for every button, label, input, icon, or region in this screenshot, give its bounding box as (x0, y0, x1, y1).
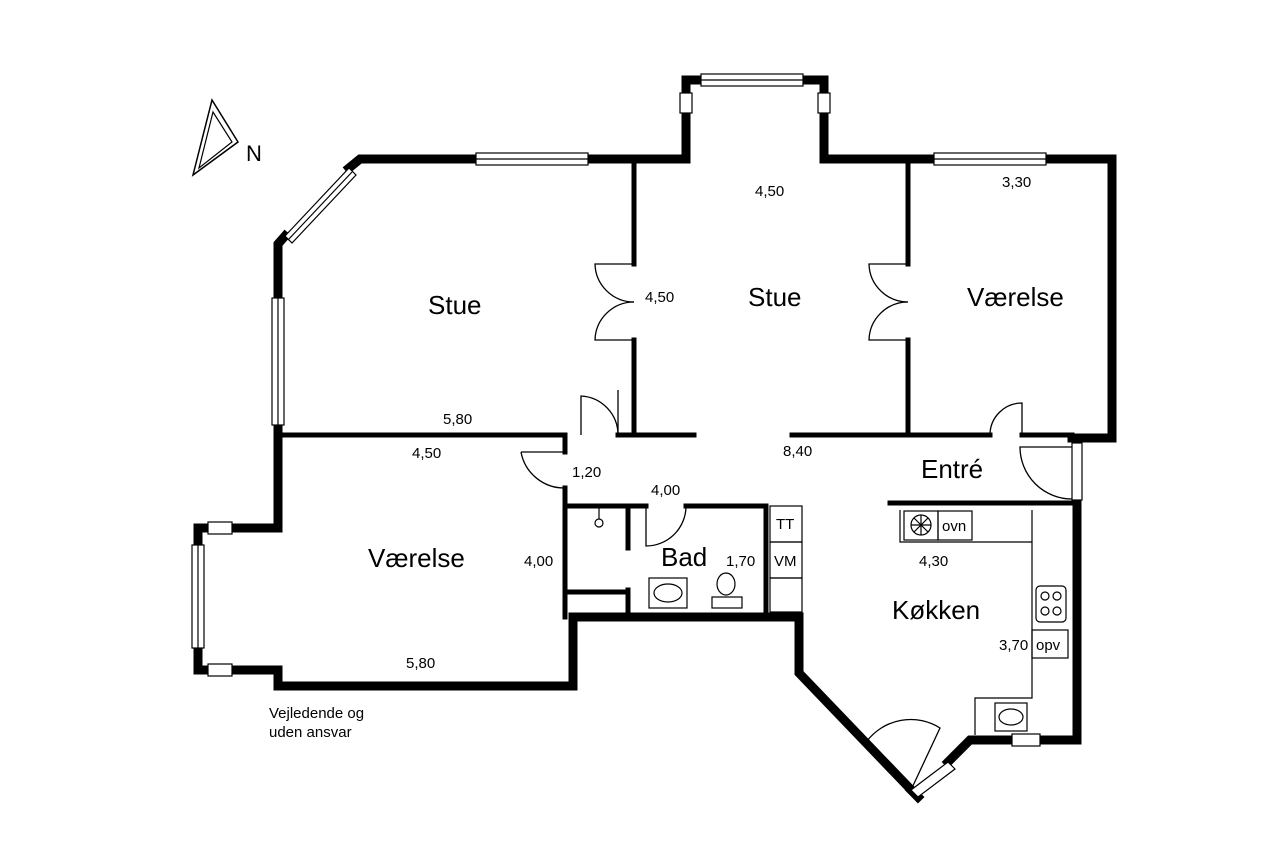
door-vaerelse-right (989, 402, 1023, 436)
window-kokken-bottom (1011, 733, 1041, 747)
window-vaerelse-left-bottom (207, 663, 233, 677)
door-bad (645, 505, 687, 547)
window-entre-side (1071, 442, 1083, 501)
window-vaerelse-left-top (207, 521, 233, 535)
dim-hall-small: 1,20 (572, 464, 601, 481)
windows (191, 73, 1083, 798)
dim-vaerelse-right-width: 3,30 (1002, 174, 1031, 191)
door-entre (1019, 446, 1073, 500)
door-stue-double-bottom (594, 301, 635, 341)
label-oven: ovn (942, 518, 966, 535)
door-vaerelse-double-top (868, 263, 909, 303)
dim-vaerelse-left-top: 4,50 (412, 445, 441, 462)
doors (520, 263, 1073, 791)
north-arrow-icon (191, 98, 240, 177)
disclaimer-text: Vejledende og uden ansvar (269, 705, 365, 741)
shower-icon (594, 518, 604, 528)
north-label: N (246, 141, 262, 166)
room-label-stue-left: Stue (428, 290, 482, 320)
dim-vaerelse-left-height: 4,00 (524, 553, 553, 570)
cooktop-icon (1035, 585, 1067, 623)
room-label-entre: Entré (921, 454, 983, 484)
door-vaerelse-left (520, 451, 566, 489)
dim-vaerelse-left-bottom: 5,80 (406, 655, 435, 672)
dim-stue-left-height: 4,50 (645, 289, 674, 306)
dim-stue-left-width: 5,80 (443, 411, 472, 428)
label-washing-machine: VM (774, 553, 797, 570)
sink-icon (648, 577, 688, 609)
room-label-bad: Bad (661, 542, 707, 572)
window-bay-left (679, 92, 693, 114)
dim-stue-center-width: 4,50 (755, 183, 784, 200)
dim-kokken-height: 3,70 (999, 637, 1028, 654)
dim-kokken-width: 4,30 (919, 553, 948, 570)
dim-bad-width: 4,00 (651, 482, 680, 499)
toilet-icon (716, 572, 736, 596)
door-stue-double-top (594, 263, 635, 303)
dishwasher-box (1031, 629, 1069, 659)
interior-walls (275, 161, 1080, 620)
window-bay-right (817, 92, 831, 114)
door-kokken (866, 718, 941, 791)
room-label-stue-center: Stue (748, 282, 802, 312)
door-vaerelse-double-bottom (868, 301, 909, 341)
label-dishwasher: opv (1036, 637, 1061, 654)
room-label-kokken: Køkken (892, 595, 980, 625)
room-label-vaerelse-left: Værelse (368, 543, 465, 573)
door-stue-left-hall (580, 395, 619, 436)
label-tumble-dryer: TT (776, 516, 794, 533)
window-kokken-angled (910, 761, 956, 798)
dim-bad-height: 1,70 (726, 553, 755, 570)
kitchen-sink-icon (994, 702, 1028, 732)
fixtures (594, 505, 1069, 735)
kitchen-counter (899, 510, 1033, 735)
room-label-vaerelse-right: Værelse (967, 282, 1064, 312)
dim-hall-long: 8,40 (783, 443, 812, 460)
